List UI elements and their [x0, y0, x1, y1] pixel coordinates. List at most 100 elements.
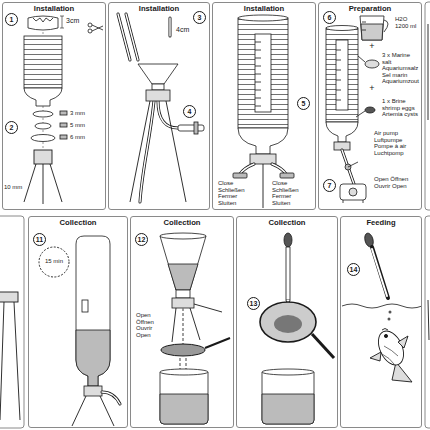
- part-label: 3 x Marine salt Aquariumsalz Sel marin A…: [382, 52, 420, 85]
- dimension-mark: [60, 16, 64, 28]
- bottle: [238, 18, 288, 128]
- sieve-net: [260, 302, 334, 358]
- air-tube-bore: [102, 392, 120, 404]
- cut-bottle-bottom: [33, 18, 53, 22]
- step-panel: Installation34: [108, 2, 210, 210]
- seal-ring: [33, 111, 53, 117]
- partial-panel-art: [428, 24, 429, 120]
- part-label: 3cm: [66, 17, 79, 25]
- egg-spoon: [356, 107, 375, 117]
- callout-text: 1: [10, 16, 14, 23]
- partial-panel: [425, 2, 430, 210]
- part-label: 3 mm: [70, 110, 85, 117]
- salt-scoop: [358, 56, 379, 68]
- hose-clamp: [233, 173, 294, 178]
- air-tube: [169, 18, 172, 36]
- jar: [262, 394, 314, 424]
- stand: [34, 150, 52, 164]
- sieve-net: [205, 338, 230, 348]
- callout-number: 5: [297, 97, 310, 110]
- bottle: [238, 15, 288, 164]
- air-tube-bore: [126, 14, 138, 60]
- valve: [178, 125, 204, 131]
- pipette-tube: [372, 247, 388, 298]
- water-surface: [342, 304, 422, 308]
- part-label: Air pump Luftpumpe Pompe à air Luchtpomp: [374, 130, 414, 156]
- callout-text: 11: [36, 236, 43, 243]
- bottle: [336, 50, 341, 100]
- partial-panel-art: [0, 24, 429, 420]
- jar: [262, 372, 314, 424]
- fish: [373, 327, 408, 369]
- valve: [345, 162, 358, 170]
- measuring-jug: [361, 24, 383, 40]
- sieve-net: [161, 344, 205, 356]
- bottle: [238, 128, 288, 154]
- bottle: [76, 236, 110, 386]
- air-tube-bore: [169, 18, 170, 36]
- step-title: Collection: [237, 217, 337, 227]
- step-panel: Collection13: [236, 216, 338, 428]
- pipette-bore: [372, 249, 387, 296]
- step-panel: Installation5: [212, 2, 316, 210]
- jar: [160, 394, 208, 424]
- stand: [72, 396, 114, 426]
- stand: [263, 164, 264, 208]
- air-tube-bore: [240, 164, 286, 174]
- timer-clock: [39, 247, 69, 277]
- callout-text: 12: [138, 236, 146, 243]
- callout-number: 7: [323, 179, 336, 192]
- callout-number: 6: [323, 11, 336, 24]
- air-tube: [240, 164, 254, 174]
- callout-text: 3: [198, 14, 202, 21]
- air-tube: [272, 164, 286, 174]
- partial-panel: [425, 216, 430, 428]
- bottle: [250, 154, 276, 164]
- jar: [160, 369, 208, 424]
- guide-line: [43, 32, 44, 36]
- air-pump: [349, 188, 357, 196]
- hose-clamp: [233, 173, 247, 178]
- pipette: [286, 247, 290, 300]
- bottle: [336, 40, 348, 110]
- callout-text: 2: [10, 124, 14, 131]
- bottle-neck: [152, 84, 164, 90]
- part-label: 6 mm: [70, 134, 85, 141]
- part-label: H2O 1200 ml: [395, 16, 420, 29]
- callout-text: 14: [350, 266, 358, 273]
- step-title: Preparation: [319, 3, 421, 13]
- measuring-jug: [362, 22, 366, 30]
- jar: [262, 369, 314, 375]
- air-tube: [102, 392, 120, 404]
- food-drop: [389, 311, 392, 314]
- air-pump: [340, 184, 366, 203]
- part-label: 4cm: [176, 26, 189, 34]
- step-panel: Installation12: [2, 2, 106, 210]
- stand: [263, 164, 264, 208]
- callout-number: 11: [33, 233, 46, 246]
- measuring-jug: [384, 20, 388, 32]
- step-title: Collection: [131, 217, 233, 227]
- valve: [194, 122, 198, 134]
- bottle: [255, 34, 271, 112]
- water-stream: [182, 308, 183, 344]
- partial-panel-art: [0, 292, 18, 302]
- bottle-neck: [160, 233, 206, 239]
- air-tube-bore: [118, 14, 178, 202]
- callout-number: 14: [347, 263, 360, 276]
- jar: [262, 369, 314, 424]
- hose-clamp: [280, 173, 294, 178]
- partial-panel-art: [0, 302, 20, 420]
- seal-ring: [60, 135, 67, 139]
- bottle-neck: [160, 233, 206, 308]
- callout-number: 2: [5, 121, 18, 134]
- air-pump: [340, 184, 366, 200]
- air-tube-bore: [272, 164, 286, 174]
- salt-scoop: [365, 60, 379, 68]
- part-label: Open Öffnen Ouvrir Open: [374, 176, 414, 189]
- step-title: Feeding: [341, 217, 421, 227]
- callout-text: 6: [328, 14, 332, 21]
